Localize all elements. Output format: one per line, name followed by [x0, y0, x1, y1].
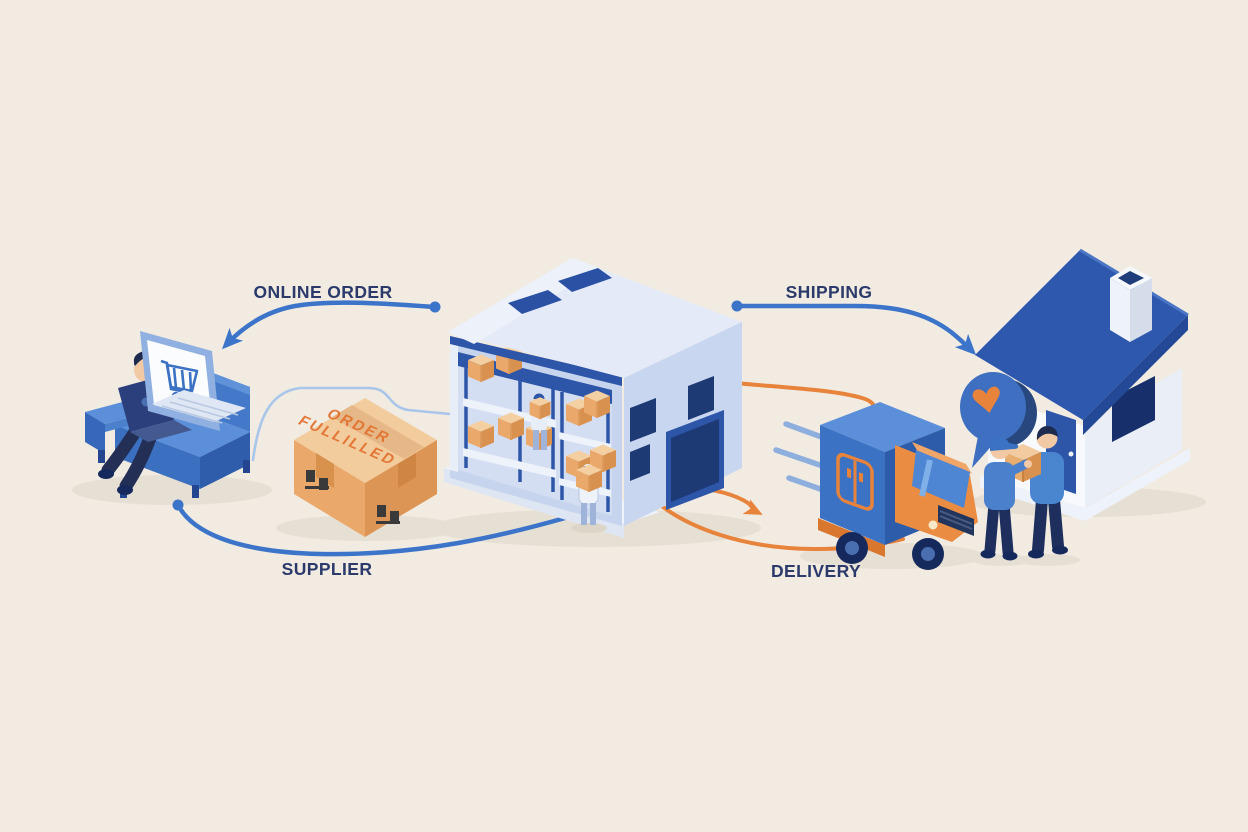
monitor: [140, 331, 246, 431]
courier: [980, 437, 1032, 561]
supplier-flow-arrow: [172, 499, 568, 557]
speech-bubble: [960, 372, 1037, 468]
delivery-truck: [773, 402, 978, 570]
home-delivery-people: [980, 425, 1068, 561]
parcel-box-icon: [836, 452, 874, 511]
warehouse-robot: [571, 463, 607, 533]
online-order-flow-arrow: [222, 300, 441, 350]
thin-connector-line: [251, 386, 452, 462]
warehouse-worker: [528, 393, 552, 450]
house: [975, 248, 1190, 521]
chimney: [1110, 266, 1152, 342]
shopping-cart-icon: [160, 359, 199, 403]
shipping-flow-arrow: [731, 300, 977, 356]
truck-wheels: [836, 532, 944, 570]
supplier-package-box: ORDER FULLILLED: [294, 398, 437, 537]
label-shipping: SHIPPING: [785, 282, 873, 302]
label-supplier: SUPPLIER: [281, 559, 373, 579]
warehouse: [444, 258, 742, 538]
heart-icon: [972, 386, 1000, 413]
label-delivery: DELIVERY: [770, 561, 862, 581]
customer-couch-scene: [85, 331, 250, 498]
label-online-order: ONLINE ORDER: [253, 282, 393, 302]
